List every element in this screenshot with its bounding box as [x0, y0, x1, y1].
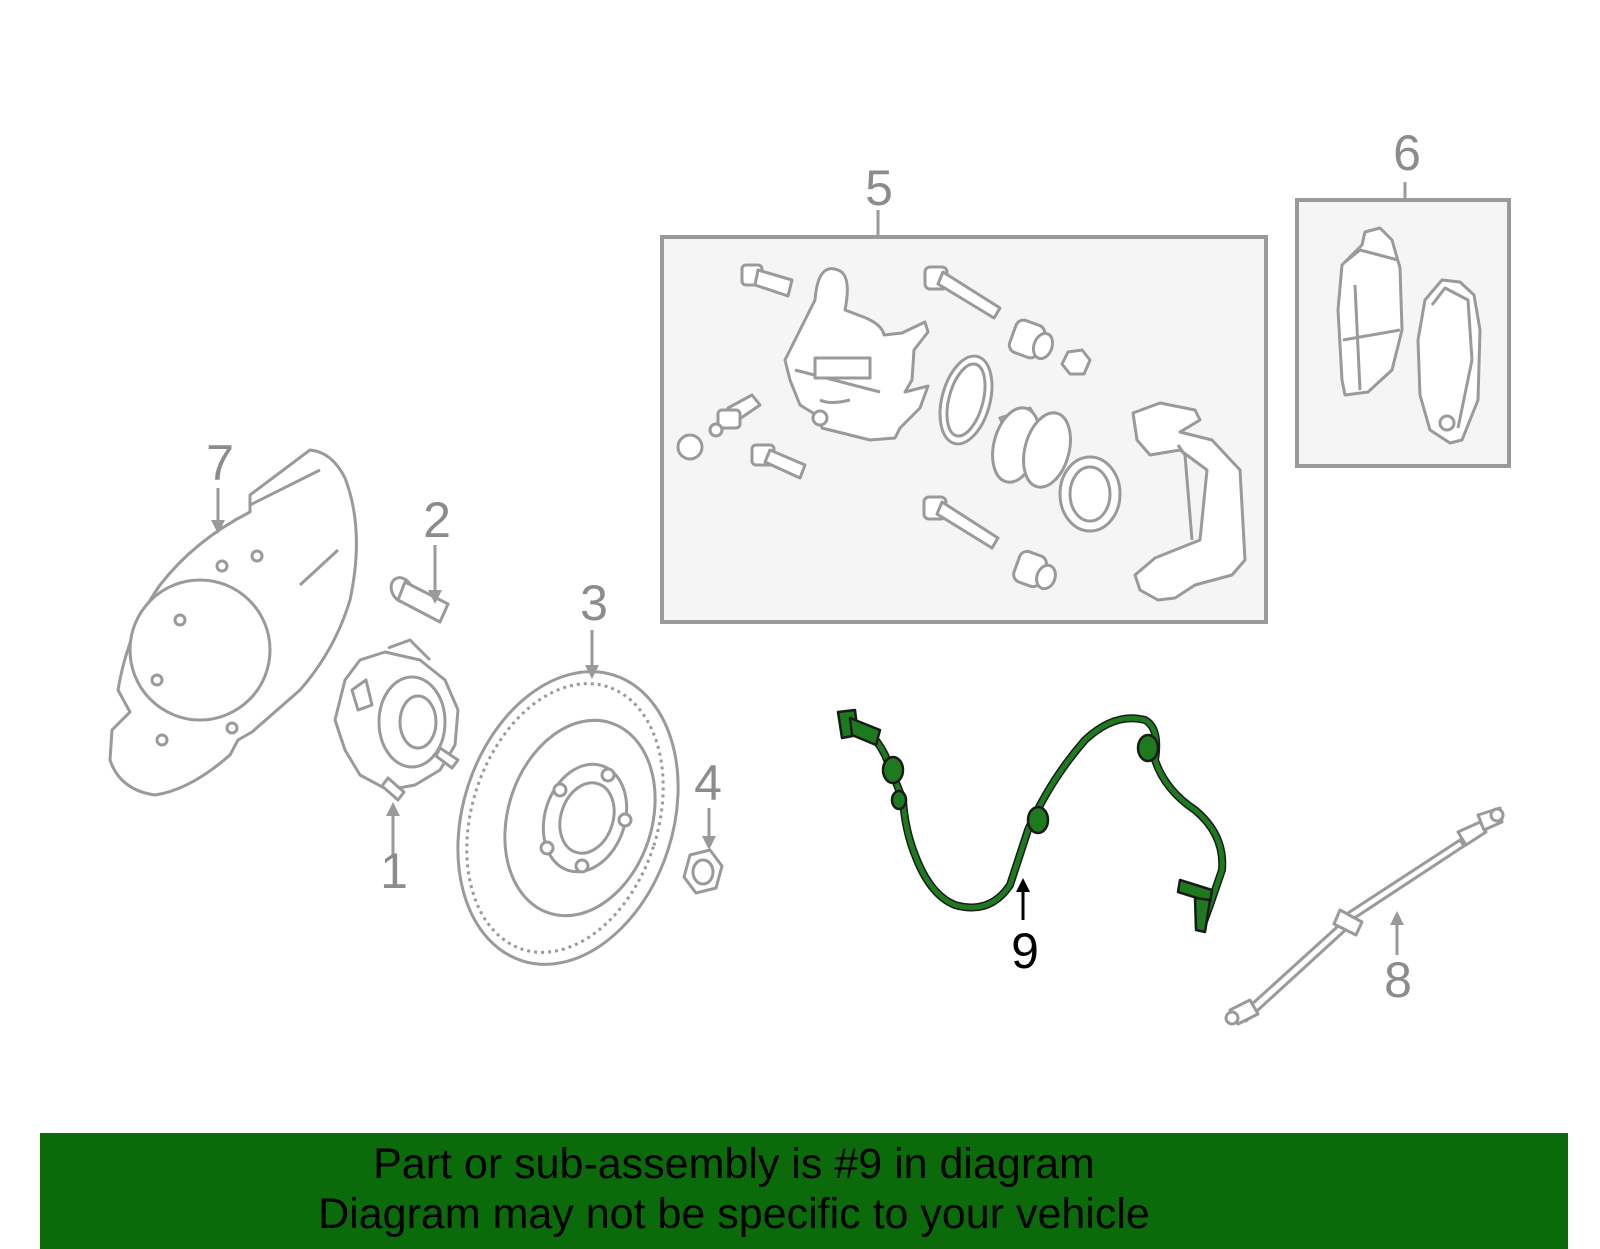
banner-line-1: Part or sub-assembly is #9 in diagram	[373, 1140, 1095, 1188]
wheel-stud[interactable]: 2	[387, 492, 451, 624]
callout-7: 7	[206, 435, 234, 491]
callout-4: 4	[694, 755, 722, 811]
caliper-body	[783, 267, 930, 442]
callout-3: 3	[580, 575, 608, 631]
info-banner: Part or sub-assembly is #9 in diagram Di…	[40, 1133, 1568, 1249]
callout-6: 6	[1393, 125, 1421, 181]
callout-2: 2	[423, 492, 451, 548]
callout-5: 5	[865, 160, 893, 216]
banner-line-2: Diagram may not be specific to your vehi…	[318, 1190, 1150, 1238]
caliper-bracket	[1131, 401, 1247, 602]
abs-wheel-speed-sensor[interactable]: 9	[836, 708, 1227, 979]
wheel-hub[interactable]: 1	[333, 638, 460, 899]
brake-pads-group[interactable]: 6	[1295, 125, 1511, 468]
callout-1: 1	[380, 843, 408, 899]
brake-hose[interactable]: 8	[1224, 806, 1505, 1026]
hub-nut[interactable]: 4	[682, 755, 724, 895]
callout-8: 8	[1384, 952, 1412, 1008]
dust-shield[interactable]: 7	[108, 435, 358, 797]
brake-rotor[interactable]: 3	[422, 575, 714, 993]
caliper-assembly-group[interactable]: 5	[660, 160, 1268, 624]
callout-9: 9	[1011, 923, 1039, 979]
